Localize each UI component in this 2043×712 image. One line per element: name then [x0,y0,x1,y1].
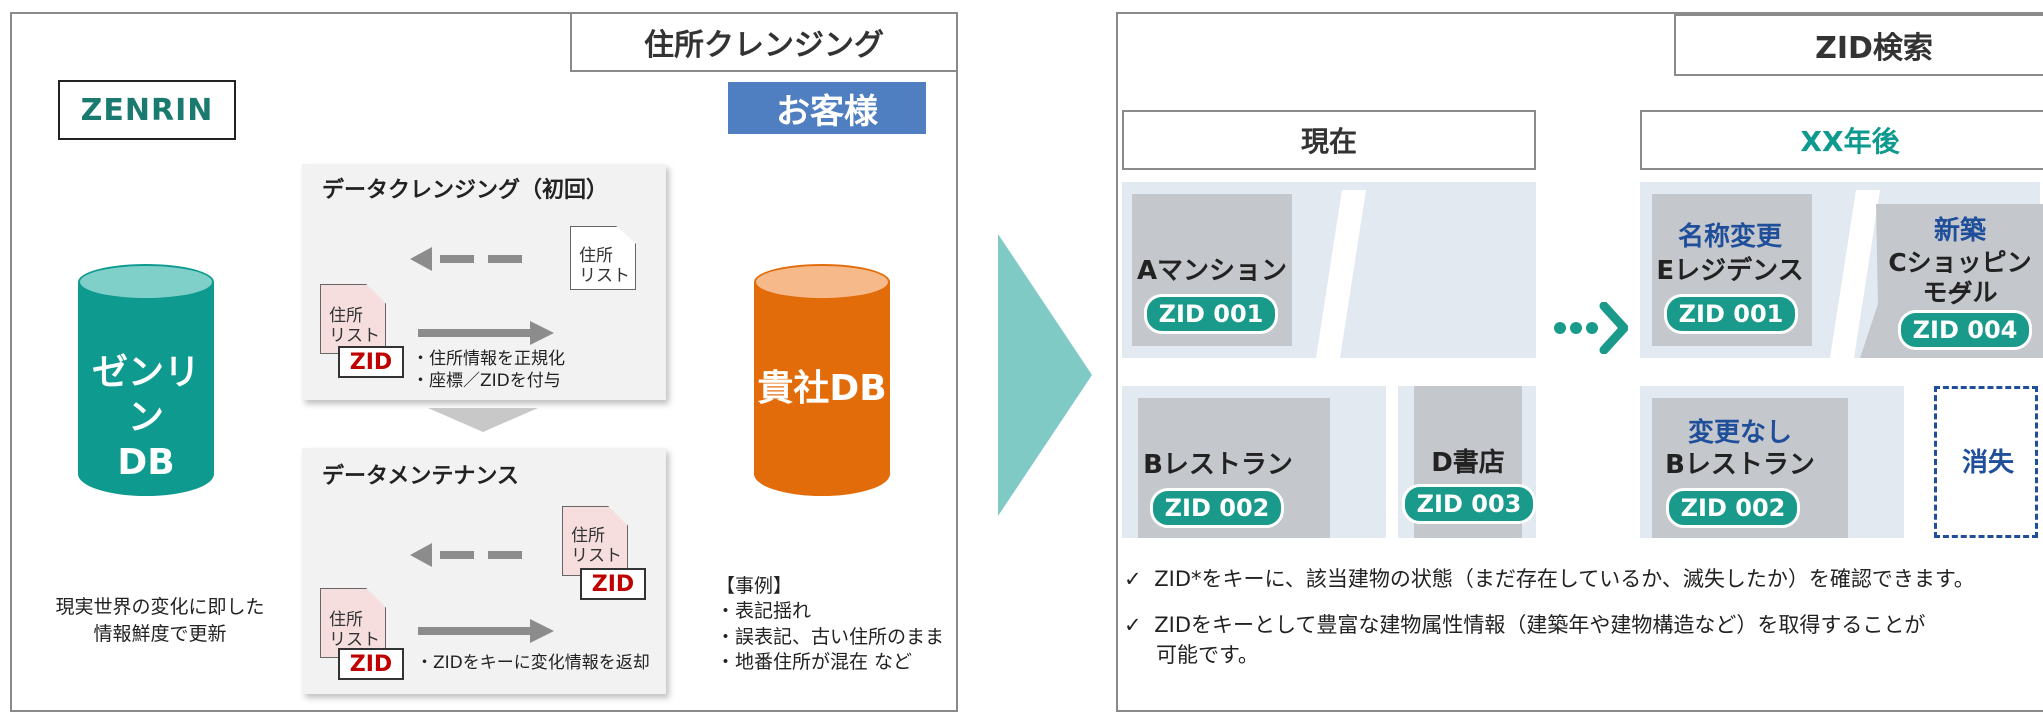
road-divider [1316,190,1366,358]
building-c-name-2: モール [1922,278,1998,307]
example-2: ・誤表記、古い住所のまま [716,625,945,648]
maintenance-title: データメンテナンス [322,464,519,489]
cleansing-note-2: ・座標／ZIDを付与 [412,371,561,391]
address-list-doc-label: 住所リスト [579,246,630,286]
road-divider-2 [1830,190,1880,358]
zid-tag-cleansing: ZID [338,346,404,378]
maintenance-note: ・ZIDをキーに変化情報を返却 [416,653,650,673]
building-a-name: Aマンション [1136,256,1288,286]
down-chevron [428,408,538,432]
dotted-arrow [1554,302,1628,354]
zenrin-db-label-1: ゼンリン [91,352,200,438]
address-list-doc-pink-label: 住所リスト [329,306,380,346]
zid-pill-e: ZID 001 [1664,294,1798,334]
cleansing-note-1: ・住所情報を正規化 [412,349,565,369]
zenrin-caption-2: 情報鮮度で更新 [93,622,227,645]
building-c-name-1: Cショッピング [1888,248,2032,308]
zid-pill-a: ZID 001 [1144,294,1278,334]
example-3: ・地番住所が混在 など [716,650,913,673]
address-list-doc-pink-2: 住所リスト [562,506,628,576]
now-label: 現在 [1122,110,1536,170]
zid-tag-maintenance-bottom: ZID [338,648,404,680]
zid-pill-b-future: ZID 002 [1666,488,1800,528]
bullet-1-text: ZID*をキーに、該当建物の状態（まだ存在しているか、滅失したか）を確認できます… [1154,567,1975,591]
cleansing-title: データクレンジング（初回） [322,178,609,203]
examples-list: 【事例】 ・表記揺れ ・誤表記、古い住所のまま ・地番住所が混在 など [716,574,944,675]
zid-pill-d: ZID 003 [1402,484,1536,524]
bullet-1: ✓ ZID*をキーに、該当建物の状態（まだ存在しているか、滅失したか）を確認でき… [1124,564,1975,594]
arrow-right-solid-2 [418,619,554,643]
zenrin-caption-1: 現実世界の変化に即した [55,596,265,618]
building-b-future-name: Bレストラン [1665,450,1815,480]
building-d-name: D書店 [1431,448,1505,478]
examples-heading: 【事例】 [716,575,793,597]
zenrin-db-label-2: DB [117,442,175,483]
address-list-doc-plain: 住所リスト [570,226,636,290]
future-label: XX年後 [1640,110,2043,170]
building-e-status: 名称変更 [1677,222,1782,252]
address-cleansing-title: 住所クレンジング [570,12,958,72]
building-b-future-status: 変更なし [1687,418,1792,448]
zid-tag-maintenance-top: ZID [580,568,646,600]
bullet-2: ✓ ZIDをキーとして豊富な建物属性情報（建築年や建物構造など）を取得することが [1124,610,1925,640]
zid-pill-b: ZID 002 [1150,488,1284,528]
zenrin-caption: 現実世界の変化に即した 情報鮮度で更新 [40,594,280,647]
demolished-box [1934,386,2038,538]
client-db-label: 貴社DB [757,368,887,409]
arrow-left-dashed-2 [410,543,522,567]
address-list-doc-pink-3: 住所リスト [320,588,386,658]
zid-search-title: ZID検索 [1674,14,2043,76]
bullet-2-text: ZIDをキーとして豊富な建物属性情報（建築年や建物構造など）を取得することが [1154,613,1926,637]
big-right-chevron [998,234,1092,516]
client-db-cylinder: 貴社DB [754,264,890,496]
zid-pill-c: ZID 004 [1898,310,2032,350]
demolished-label: 消失 [1961,448,2014,478]
zenrin-db-cylinder: ゼンリン DB [78,264,214,496]
address-list-doc-pink-2-label: 住所リスト [571,526,622,566]
example-1: ・表記揺れ [716,600,812,623]
address-list-doc-pink-3-label: 住所リスト [329,610,380,650]
customer-badge: お客様 [728,82,926,134]
building-b-name: Bレストラン [1143,450,1293,480]
address-list-doc-pink: 住所リスト [320,284,386,354]
check-icon: ✓ [1124,613,1142,637]
bullet-2-cont: 可能です。 [1156,643,1259,667]
check-icon: ✓ [1124,567,1142,591]
zenrin-logo: ZENRIN [58,80,236,140]
arrow-right-solid [418,321,554,345]
arrow-left-dashed [410,247,522,271]
building-e-name: Eレジデンス [1656,256,1804,286]
building-c-status: 新築 [1933,216,1986,246]
